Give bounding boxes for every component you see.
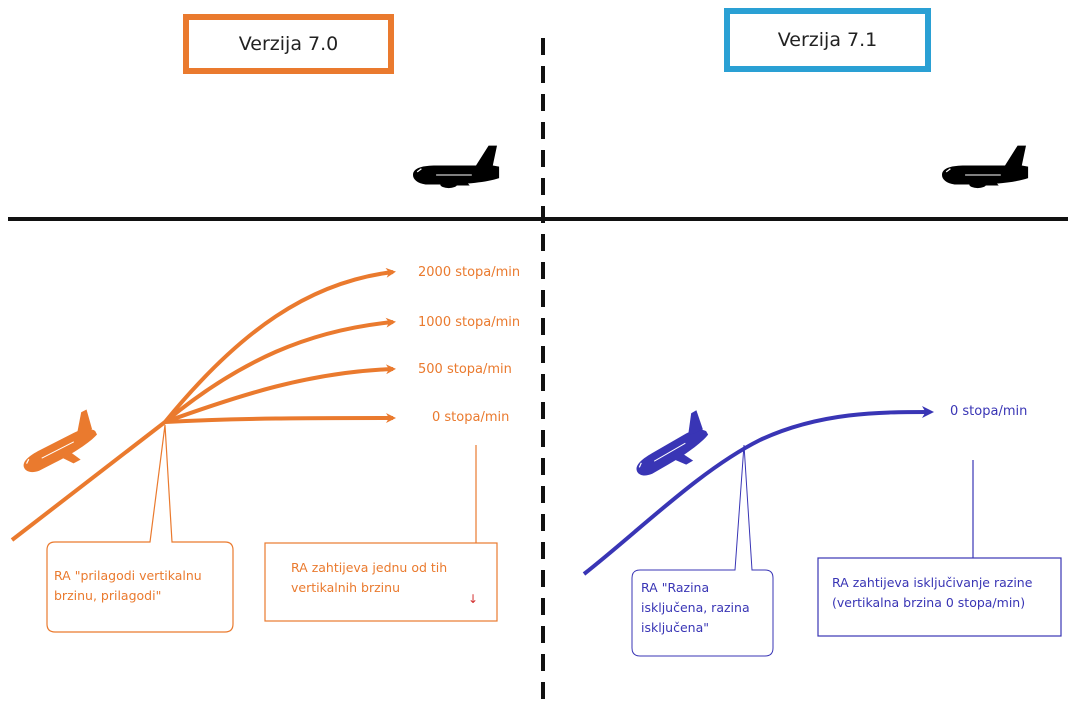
- version-label-right: Verzija 7.1: [724, 8, 931, 72]
- rate-label-0: 0 stopa/min: [432, 410, 510, 425]
- callout-text-right: RA "Razina isključena, razina isključena…: [641, 580, 750, 635]
- callout-bubble-left: [46, 424, 234, 633]
- airplane-icon-level-right: [941, 144, 1029, 189]
- note-box-left: [264, 542, 498, 622]
- version-text-left: Verzija 7.0: [238, 33, 339, 55]
- branch-2000: [163, 267, 396, 424]
- version-text-right: Verzija 7.1: [777, 29, 878, 51]
- note-text-right: RA zahtijeva isključivanje razine (verti…: [832, 575, 1033, 610]
- branch-0: [164, 413, 396, 424]
- rate-label-2000: 2000 stopa/min: [418, 265, 521, 280]
- climb-path-left: [10, 420, 167, 542]
- airplane-icon-level-left: [412, 144, 500, 189]
- branch-500: [164, 364, 396, 424]
- branch-1000: [163, 317, 396, 424]
- rate-label-500: 500 stopa/min: [418, 362, 512, 377]
- note-text-left: RA zahtijeva jednu od tih vertikalnih br…: [291, 560, 448, 595]
- version-label-left: Verzija 7.0: [183, 14, 394, 74]
- airplane-icon-climbing-left: [12, 408, 107, 485]
- note-mark-left: ↓: [468, 592, 479, 606]
- callout-bubble-right: [631, 444, 774, 657]
- rate-label-0-right: 0 stopa/min: [950, 404, 1028, 419]
- leveloff-path: [582, 406, 934, 576]
- callout-text-left: RA "prilagodi vertikalnu brzinu, prilago…: [54, 568, 202, 603]
- note-box-right: [817, 557, 1062, 637]
- rate-label-1000: 1000 stopa/min: [418, 315, 521, 330]
